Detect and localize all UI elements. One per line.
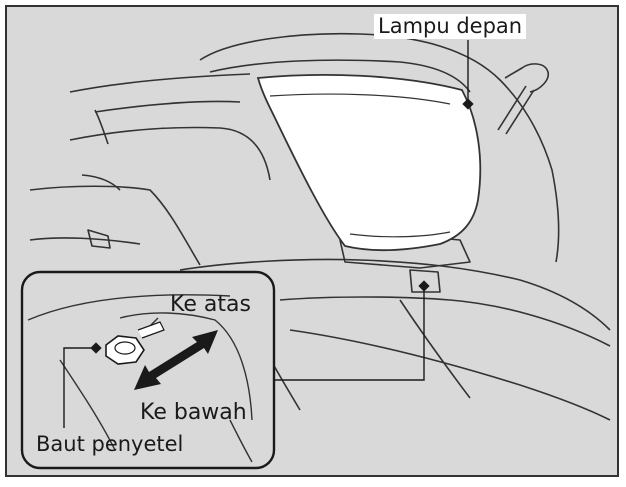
down-direction-label: Ke bawah [140,402,247,424]
headlight-label: Lampu depan [374,14,526,39]
adjust-bolt-label: Baut penyetel [36,434,183,455]
up-direction-label: Ke atas [170,294,251,316]
